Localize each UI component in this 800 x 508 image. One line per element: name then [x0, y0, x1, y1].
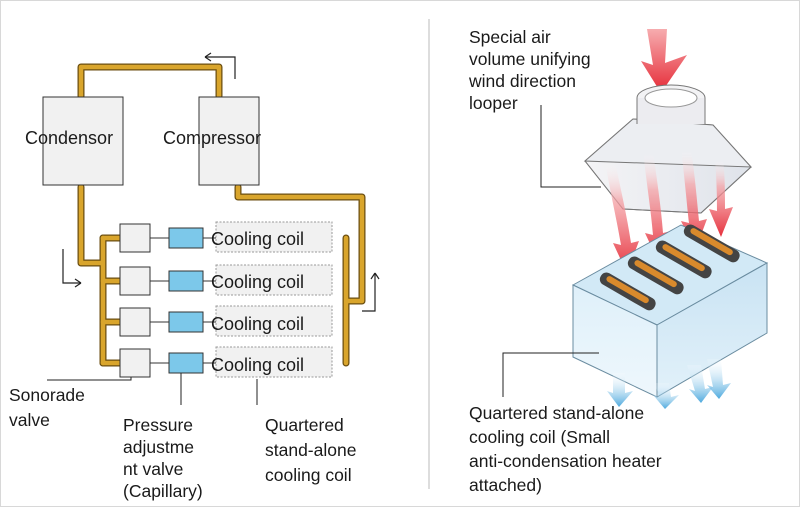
- coil-elements: [599, 224, 740, 311]
- incoming-air-arrow: [641, 29, 687, 93]
- condensor-label: Condensor: [25, 128, 113, 148]
- condensor-box: [42, 96, 124, 186]
- looper-caption: Special air volume unifying wind directi…: [468, 27, 595, 113]
- quartered-coil-caption: Quartered stand-alone cooling coil: [265, 415, 361, 485]
- cooling-coil-label: Cooling coil: [211, 229, 304, 249]
- right-leader-lines: [502, 105, 601, 397]
- compressor-box: [198, 96, 260, 186]
- compressor-label: Compressor: [163, 128, 261, 148]
- refrigeration-circuit: Condensor Compressor Cooling coil Coolin…: [9, 52, 380, 501]
- cooling-coil-label: Cooling coil: [211, 314, 304, 334]
- sonorade-valve: [119, 348, 151, 378]
- circuit-row-3: Cooling coil: [119, 305, 333, 337]
- sonorade-valve: [119, 266, 151, 296]
- pressure-valve-caption: Pressure adjustme nt valve (Capillary): [123, 415, 203, 501]
- circuit-row-4: Cooling coil: [119, 346, 333, 378]
- capillary-valve: [168, 311, 204, 333]
- cooling-unit-illustration: Special air volume unifying wind directi…: [468, 27, 769, 495]
- circuit-row-2: Cooling coil: [119, 264, 333, 296]
- coil-unit-caption: Quartered stand-alone cooling coil (Smal…: [469, 403, 667, 495]
- circuit-row-1: Cooling coil: [119, 221, 333, 253]
- sonorade-valve: [119, 307, 151, 337]
- airflow-arrows-blue: [607, 359, 731, 409]
- capillary-valve: [168, 270, 204, 292]
- looper-hood: [583, 84, 753, 214]
- cooling-coil-box: [215, 346, 333, 378]
- cooling-coil-box: [215, 264, 333, 296]
- cooling-coil-unit: [571, 224, 769, 398]
- cooling-coil-box: [215, 305, 333, 337]
- flow-arrows: [62, 52, 380, 312]
- sonorade-valve: [119, 223, 151, 253]
- cooling-coil-label: Cooling coil: [211, 272, 304, 292]
- capillary-valve: [168, 352, 204, 374]
- cooling-coil-box: [215, 221, 333, 253]
- pipe-network: [77, 63, 366, 367]
- cooling-coil-label: Cooling coil: [211, 355, 304, 375]
- sonorade-valve-caption: Sonorade valve: [9, 385, 90, 430]
- capillary-valve: [168, 227, 204, 249]
- leader-lines: [47, 373, 258, 405]
